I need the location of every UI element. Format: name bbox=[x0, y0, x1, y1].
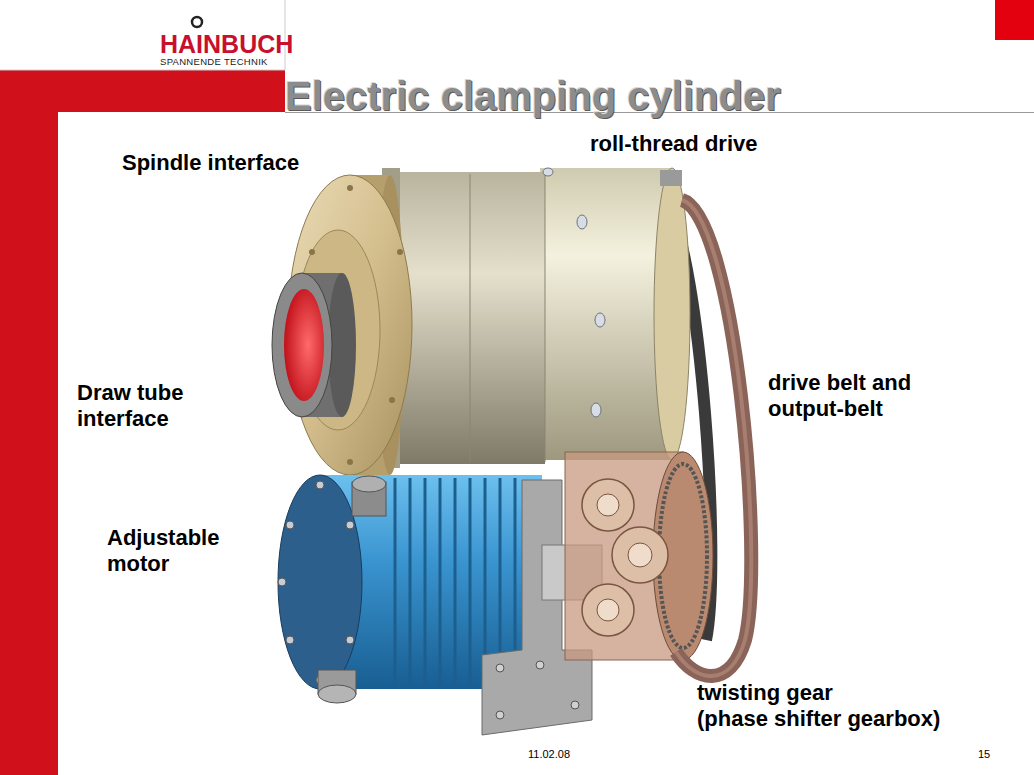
slide-date: 11.02.08 bbox=[528, 748, 570, 761]
part-label: Adjustablemotor bbox=[107, 525, 219, 577]
part-label: Spindle interface bbox=[122, 150, 299, 176]
part-label: twisting gear(phase shifter gearbox) bbox=[697, 680, 940, 732]
logo-tagline: SPANNENDE TECHNIK bbox=[160, 56, 268, 67]
part-label: drive belt andoutput-belt bbox=[768, 370, 911, 422]
part-label: Draw tubeinterface bbox=[77, 380, 183, 432]
slide-title: Electric clamping cylinder bbox=[285, 74, 781, 118]
logo-text: HAINBUCH bbox=[160, 30, 293, 58]
page-number: 15 bbox=[978, 748, 990, 761]
part-label: roll-thread drive bbox=[590, 131, 758, 157]
